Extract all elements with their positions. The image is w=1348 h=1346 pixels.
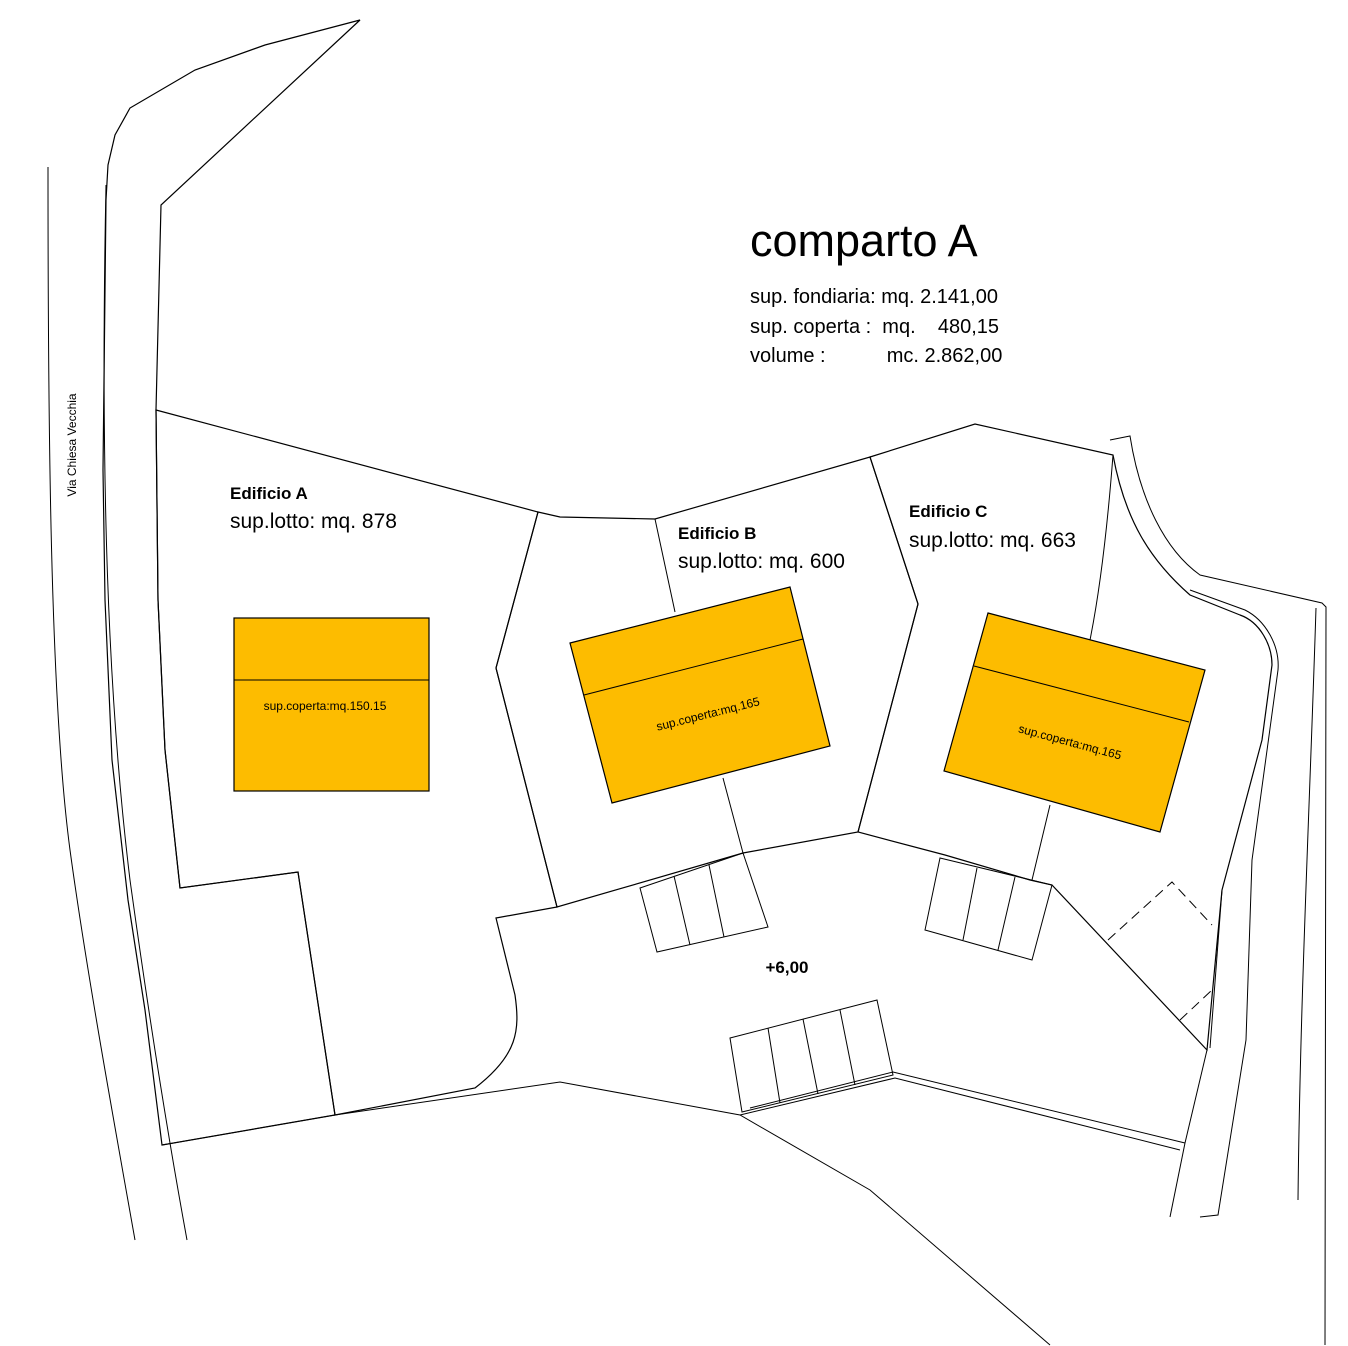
lot-c [857, 423, 1273, 1052]
building-c-lot: sup.lotto: mq. 663 [909, 529, 1076, 552]
lot-a [155, 409, 558, 1116]
building-a-name: Edificio A [230, 484, 308, 503]
parking-b [639, 852, 769, 953]
dashed-corner [1107, 881, 1213, 1021]
building-c: sup.coperta:mq.165 [943, 612, 1206, 833]
parking-lower [729, 999, 894, 1113]
building-a-lot: sup.lotto: mq. 878 [230, 510, 397, 533]
lot-b-divider [654, 518, 744, 854]
building-b: sup.coperta:mq.165 [569, 586, 831, 804]
page-title: comparto A [750, 215, 978, 266]
parking-c [924, 857, 1053, 961]
street-edges [47, 166, 188, 1241]
green-strip [102, 19, 361, 1146]
building-a: sup.coperta:mq.150.15 [233, 617, 430, 792]
building-b-name: Edificio B [678, 524, 756, 543]
street-name: Via Chiesa Vecchia [65, 393, 79, 497]
driveway-edges [161, 889, 1223, 1346]
summary-row-3: volume : mc. 2.862,00 [750, 345, 1002, 367]
building-c-name: Edificio C [909, 502, 987, 521]
building-b-lot: sup.lotto: mq. 600 [678, 550, 845, 573]
right-road-edges [1109, 435, 1327, 1346]
lot-c-divider [1031, 454, 1114, 881]
building-a-coverage: sup.coperta:mq.150.15 [264, 699, 387, 713]
summary-row-1: sup. fondiaria: mq. 2.141,00 [750, 286, 998, 308]
elevation-label: +6,00 [765, 958, 808, 977]
summary-row-2: sup. coperta : mq. 480,15 [750, 316, 999, 338]
